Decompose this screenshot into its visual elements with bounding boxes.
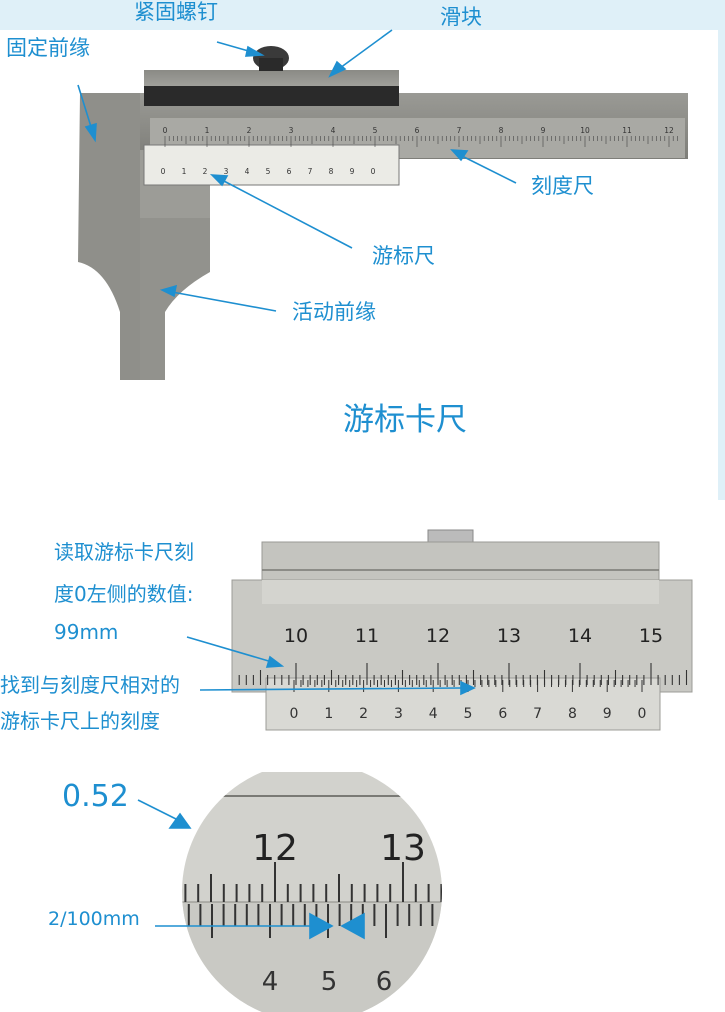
mid-vernier-number: 8 [568,706,577,722]
zoom-main-num-13: 13 [380,828,426,869]
mid-main-number: 11 [355,625,379,647]
movable-jaw-label: 活动前缘 [292,300,376,324]
slider-label: 滑块 [440,5,482,29]
step-label: 2/100mm [48,908,140,930]
vernier-number: 3 [224,167,229,176]
vernier-number: 5 [266,167,271,176]
mid-vernier-number: 9 [603,706,612,722]
main-scale-number: 11 [622,126,632,135]
main-scale-number: 0 [163,126,168,135]
vernier-number: 2 [203,167,208,176]
mid-main-number: 15 [639,625,663,647]
main-scale-label: 刻度尺 [531,174,594,198]
step1-line2: 度0左侧的数值: [54,582,194,606]
step2-line2: 游标卡尺上的刻度 [0,709,160,733]
header-band [0,0,725,30]
zoom-vern-num-6: 6 [376,967,393,997]
knob [427,529,474,543]
mid-main-number: 14 [568,625,592,647]
fixed-jaw-label: 固定前缘 [6,36,90,60]
main-scale-number: 8 [499,126,504,135]
vernier-number: 1 [182,167,187,176]
vernier-number: 7 [308,167,313,176]
zoom-vern-num-5: 5 [321,967,338,997]
main-scale-number: 10 [580,126,590,135]
step1-line1: 读取游标卡尺刻 [54,540,194,564]
pointer-right [340,912,365,940]
zoom-detail-figure: 12 13 4 5 6 [137,772,442,1012]
mid-vernier-number: 2 [359,706,368,722]
main-scale-number: 7 [457,126,462,135]
main-scale-number: 6 [415,126,420,135]
mid-vernier-number: 3 [394,706,403,722]
diagram-title: 游标卡尺 [343,402,467,438]
main-scale-number: 3 [289,126,294,135]
main-scale-number: 5 [373,126,378,135]
vernier-scale-label: 游标尺 [372,244,435,268]
mid-main-number: 12 [426,625,450,647]
fixed-jaw [78,93,140,380]
mid-vernier-number: 1 [324,706,333,722]
step2-line1: 找到与刻度尺相对的 [0,673,180,697]
zoom-vern-num-4: 4 [262,967,279,997]
mid-main-number: 10 [284,625,308,647]
vernier-number: 4 [245,167,250,176]
main-scale-number: 2 [247,126,252,135]
zoom-main-num-12: 12 [252,828,298,869]
main-scale-number: 4 [331,126,336,135]
mid-vernier-number: 0 [290,706,299,722]
main-scale-number: 9 [541,126,546,135]
mid-vernier-number: 6 [498,706,507,722]
main-scale-number: 12 [664,126,674,135]
mid-vernier-number: 4 [429,706,438,722]
mid-vernier-number: 0 [638,706,647,722]
clamp-screw-label: 紧固螺钉 [134,0,218,24]
mid-vernier-number: 7 [533,706,542,722]
mid-vernier-number: 5 [464,706,473,722]
pointer-left [309,912,334,940]
vernier-number: 9 [350,167,355,176]
vernier-number: 6 [287,167,292,176]
reading-value: 0.52 [62,779,129,814]
vernier-plate [143,144,400,186]
step1-line3: 99mm [54,620,119,644]
vernier-number: 8 [329,167,334,176]
side-strip [718,0,725,500]
vernier-number: 0 [161,167,166,176]
mid-main-number: 13 [497,625,521,647]
main-scale-number: 1 [205,126,210,135]
vernier-number: 0 [371,167,376,176]
